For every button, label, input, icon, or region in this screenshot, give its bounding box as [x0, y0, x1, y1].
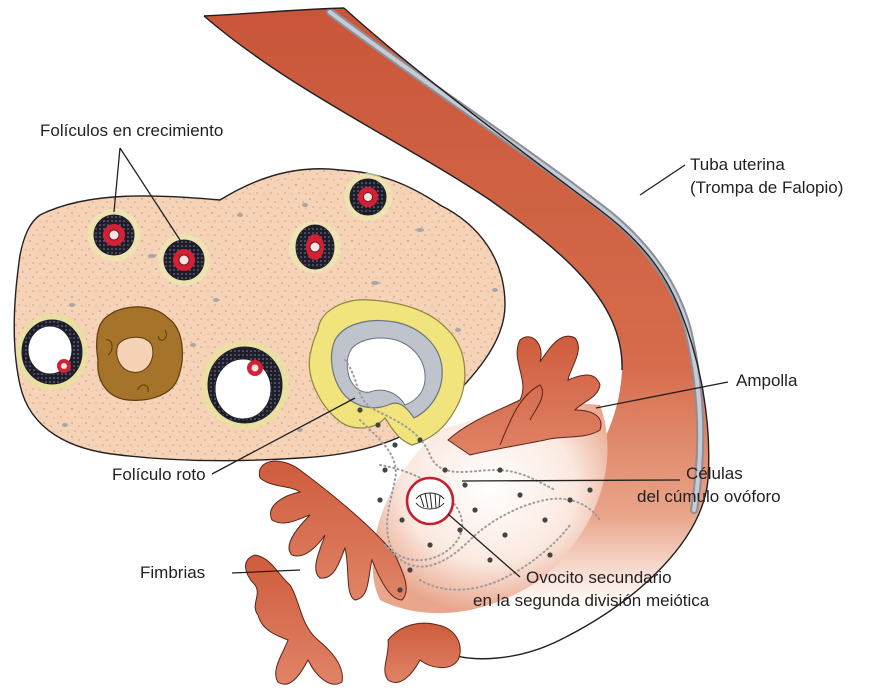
secondary-oocyte — [407, 478, 453, 524]
label-tube-line2: (Trompa de Falopio) — [690, 178, 843, 197]
antral-follicle — [16, 314, 88, 390]
follicle — [289, 221, 341, 273]
corpus-body — [97, 307, 183, 400]
label-oocyte-line1: Ovocito secundario — [526, 568, 672, 587]
label-growing-follicles: Folículos en crecimiento — [40, 121, 223, 140]
follicle — [88, 209, 140, 261]
label-fimbriae: Fimbrias — [140, 563, 205, 582]
antral-follicle — [201, 341, 289, 429]
label-ruptured-follicle: Folículo roto — [112, 465, 206, 484]
label-cumulus-line1: Células — [686, 464, 743, 483]
label-tube-line1: Tuba uterina — [690, 155, 785, 174]
label-ampulla: Ampolla — [736, 371, 798, 390]
follicle — [344, 173, 392, 221]
label-cumulus-line2: del cúmulo ovóforo — [637, 487, 781, 506]
follicle — [158, 234, 210, 286]
label-oocyte-line2: en la segunda división meiótica — [473, 591, 710, 610]
